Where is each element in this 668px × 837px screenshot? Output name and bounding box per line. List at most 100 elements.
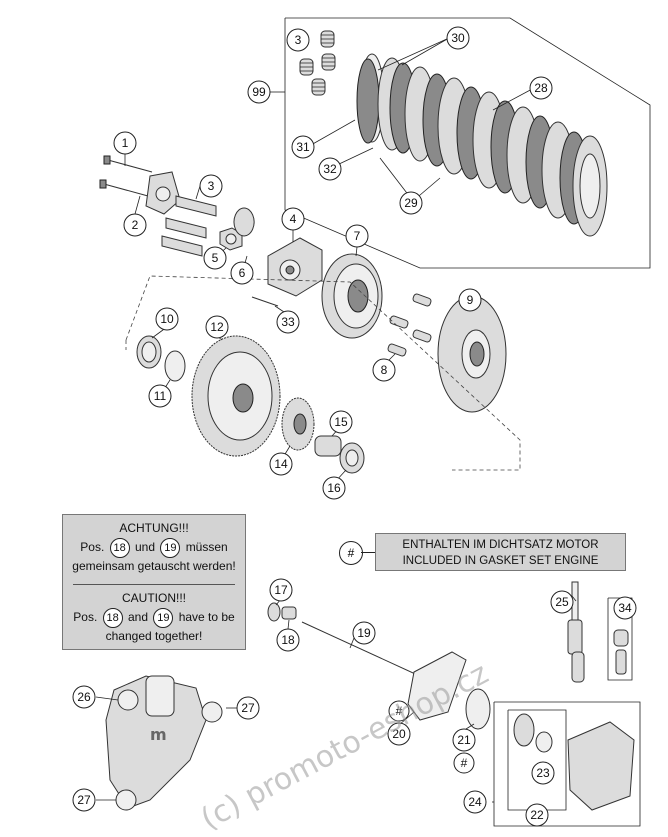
push-rod-short <box>251 296 288 315</box>
callout-28: 28 <box>529 76 553 100</box>
gasket-set-symbol: # <box>339 541 363 565</box>
callout-99: 99 <box>247 80 271 104</box>
callout-15: 15 <box>329 410 353 434</box>
num-18-badge: 18 <box>109 538 130 558</box>
svg-text:2: 2 <box>132 218 139 232</box>
callout-3-kit: 3 <box>286 28 310 52</box>
svg-text:32: 32 <box>323 162 337 176</box>
svg-text:16: 16 <box>327 481 341 495</box>
callout-6: 6 <box>230 261 254 285</box>
callout-14: 14 <box>269 452 293 476</box>
svg-text:22: 22 <box>530 808 544 822</box>
svg-text:23: 23 <box>536 766 550 780</box>
clutch-spring-set-kit <box>299 30 336 96</box>
callout-34: 34 <box>613 596 637 620</box>
callout-19: 19 <box>352 621 376 645</box>
inner-clutch-hub <box>321 246 383 339</box>
thrust-washer <box>334 442 365 483</box>
gasket-set-note: ENTHALTEN IM DICHTSATZ MOTOR INCLUDED IN… <box>375 533 626 571</box>
callout-2: 2 <box>123 213 147 237</box>
callout-30: 30 <box>446 26 470 50</box>
gasket-note-line-de: ENTHALTEN IM DICHTSATZ MOTOR <box>402 539 599 551</box>
svg-text:12: 12 <box>210 320 224 334</box>
svg-text:1: 1 <box>122 136 129 150</box>
callout-21-hash: # <box>453 752 475 774</box>
gasket-note-leader <box>361 552 375 553</box>
svg-text:3: 3 <box>295 33 302 47</box>
pressure-plate <box>267 230 323 297</box>
callout-12: 12 <box>205 315 229 339</box>
svg-text:10: 10 <box>160 312 174 326</box>
callout-18: 18 <box>276 628 300 652</box>
callout-20: 20 <box>387 722 411 746</box>
callout-33: 33 <box>276 310 300 334</box>
svg-text:27: 27 <box>241 701 255 715</box>
svg-text:4: 4 <box>290 212 297 226</box>
svg-text:24: 24 <box>468 795 482 809</box>
clutch-kit-frame <box>270 17 651 269</box>
callout-31: 31 <box>291 135 315 159</box>
svg-text:21: 21 <box>457 733 471 747</box>
gasket-note-line-en: INCLUDED IN GASKET SET ENGINE <box>402 555 599 567</box>
warning-line2-en: changed together! <box>105 629 203 643</box>
svg-text:15: 15 <box>334 415 348 429</box>
num-19-badge: 19 <box>160 538 181 558</box>
primary-gear-group-outline <box>125 275 521 471</box>
svg-text:26: 26 <box>77 690 91 704</box>
callout-9: 9 <box>458 288 482 312</box>
callout-27-bottom: 27 <box>72 788 96 812</box>
num-18-badge: 18 <box>102 608 123 628</box>
o-ring <box>465 688 491 730</box>
intermediate-gear <box>281 397 315 460</box>
spring-retainer-plate <box>145 171 181 215</box>
svg-text:29: 29 <box>404 196 418 210</box>
damper-springs <box>387 293 432 361</box>
svg-text:5: 5 <box>212 251 219 265</box>
svg-text:#: # <box>396 704 403 718</box>
svg-text:28: 28 <box>534 81 548 95</box>
warning-line2-de: gemeinsam getauscht werden! <box>72 559 236 573</box>
svg-text:8: 8 <box>381 363 388 377</box>
svg-text:#: # <box>461 756 468 770</box>
callout-3: 3 <box>199 174 223 198</box>
callout-7: 7 <box>345 224 369 248</box>
callout-10: 10 <box>155 307 179 331</box>
circlip-and-ring <box>136 326 186 395</box>
svg-text:33: 33 <box>281 315 295 329</box>
callout-20-hash: # <box>388 700 410 722</box>
callout-17: 17 <box>269 578 293 602</box>
svg-text:19: 19 <box>357 626 371 640</box>
callout-21: 21 <box>452 728 476 752</box>
svg-text:11: 11 <box>154 389 167 403</box>
svg-text:3: 3 <box>208 179 215 193</box>
svg-text:27: 27 <box>77 793 91 807</box>
callout-5: 5 <box>203 246 227 270</box>
clutch-screws <box>99 154 153 215</box>
svg-text:31: 31 <box>296 140 310 154</box>
svg-text:9: 9 <box>467 293 474 307</box>
callout-27-right: 27 <box>236 696 260 720</box>
slave-cylinder-assembly <box>492 701 641 827</box>
shaft-seal-and-bushing <box>267 598 297 630</box>
svg-text:14: 14 <box>274 457 288 471</box>
slave-cylinder-gasket <box>398 651 467 726</box>
warning-line-de: Pos. 18 und 19 müssen <box>63 538 245 558</box>
bleeder-valve <box>567 581 585 683</box>
svg-text:99: 99 <box>252 85 266 99</box>
warning-line-en: Pos. 18 and 19 have to be <box>63 608 245 628</box>
svg-text:m: m <box>150 725 167 744</box>
warning-divider <box>73 584 235 585</box>
svg-text:18: 18 <box>281 633 295 647</box>
warning-title-de: ACHTUNG!!! <box>119 521 189 535</box>
callout-11: 11 <box>148 384 172 408</box>
svg-text:25: 25 <box>555 595 569 609</box>
svg-text:7: 7 <box>354 229 361 243</box>
callout-24: 24 <box>463 790 487 814</box>
callout-29: 29 <box>399 191 423 215</box>
callout-25: 25 <box>550 590 574 614</box>
callout-23: 23 <box>531 761 555 785</box>
svg-text:6: 6 <box>239 266 246 280</box>
watermark: (c) promoto-eshop.cz <box>195 656 494 837</box>
clutch-disc-stack <box>356 53 608 237</box>
